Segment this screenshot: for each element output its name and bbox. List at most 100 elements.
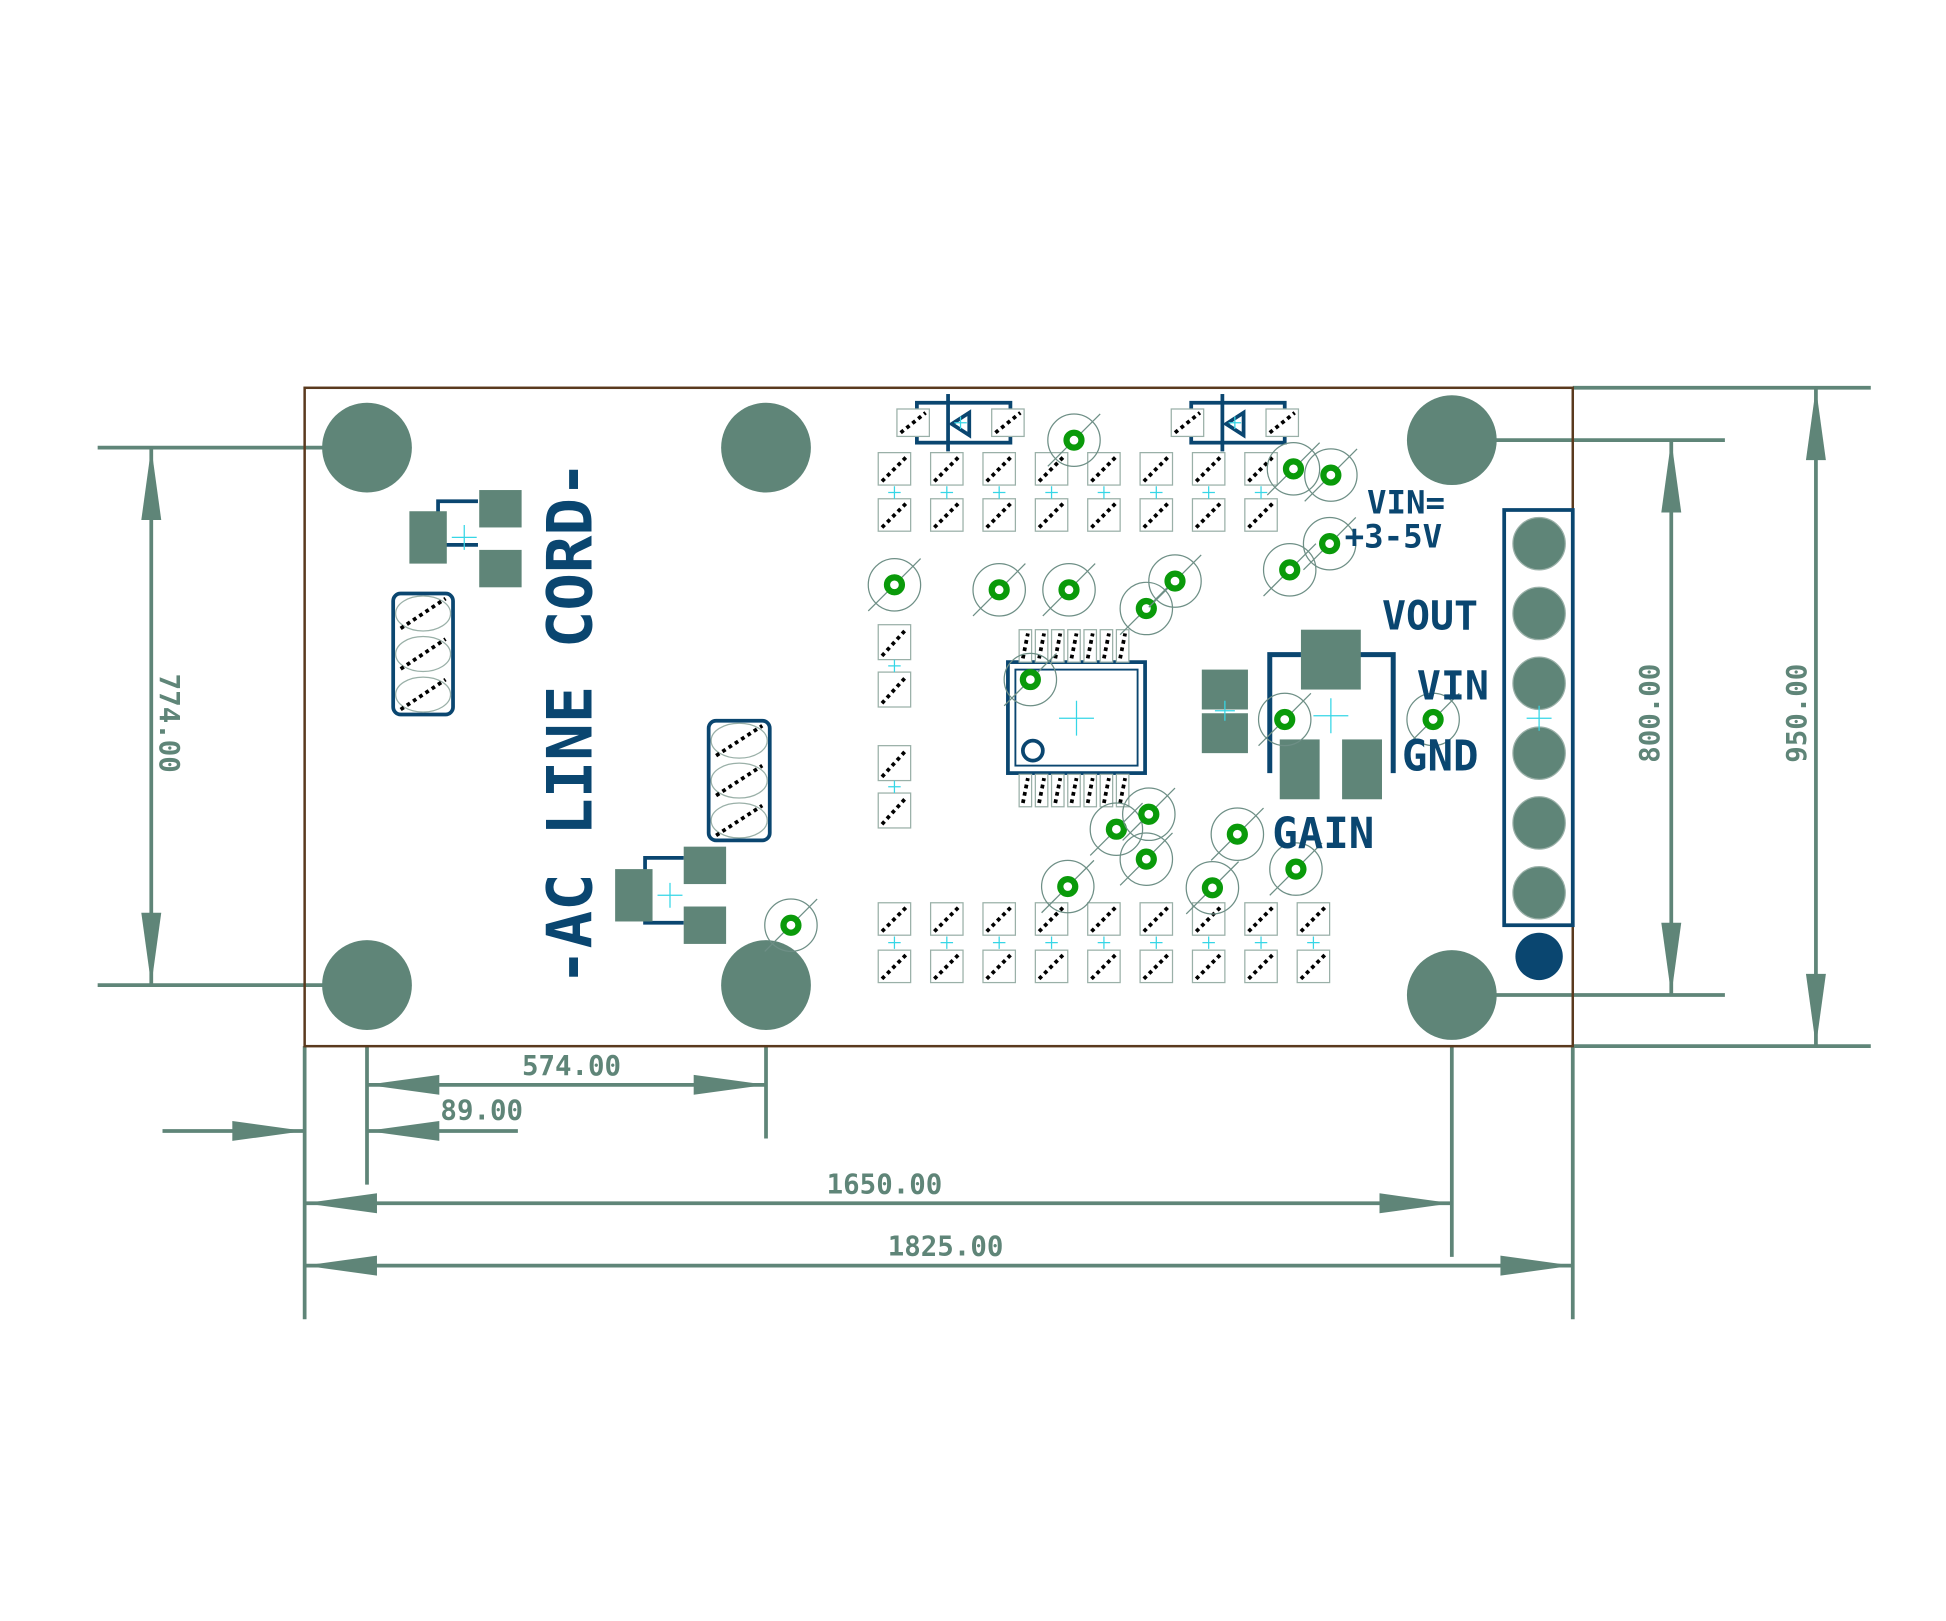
via (1040, 859, 1095, 914)
via-ring (1063, 429, 1085, 451)
arrowhead (366, 1074, 440, 1095)
via (1210, 807, 1265, 862)
via-clearance (1003, 652, 1058, 707)
via (1266, 442, 1321, 496)
pad-hatch (715, 764, 764, 798)
pad-hatch (880, 455, 909, 483)
smd-pad (1342, 739, 1382, 800)
origin-cross-icon (1097, 936, 1111, 949)
origin-cross-icon (940, 486, 954, 499)
smd-pad (877, 452, 912, 486)
via-ring (1057, 875, 1079, 898)
smd-pad (1099, 773, 1114, 808)
pad-outline (1099, 773, 1114, 808)
via (764, 898, 818, 953)
pad-hatch (399, 678, 447, 712)
smd-pad (877, 745, 912, 782)
smd-pad (1034, 629, 1049, 663)
via-clearance (1119, 581, 1174, 636)
pad-hatch (1142, 455, 1171, 483)
smd-pad (683, 906, 727, 944)
connector-pin (395, 676, 452, 713)
pad-hatch (880, 795, 909, 826)
origin-cross-icon (1150, 486, 1163, 499)
via-clearance (1266, 442, 1321, 496)
header-pin (1512, 656, 1566, 711)
origin-cross-icon (888, 780, 901, 794)
origin-cross-icon (1150, 936, 1163, 949)
pad-outline (1115, 773, 1130, 808)
connector-pin (710, 722, 768, 759)
smd-pad (1115, 773, 1130, 808)
connector-pin (710, 802, 768, 839)
pad-hatch (899, 411, 927, 435)
via-ring (988, 579, 1010, 601)
via-clearance (764, 898, 818, 953)
silk-ac-line-cord: -AC LINE CORD- (533, 461, 606, 986)
pad-hatch (1037, 905, 1066, 933)
pad-hatch (880, 674, 909, 705)
pad-hatch (1037, 455, 1066, 483)
via-clearance (1119, 832, 1174, 886)
origin-cross-icon (1202, 486, 1215, 499)
pad-hatch (399, 596, 447, 631)
mounting-hole (1406, 950, 1497, 1040)
via-ring (1319, 533, 1341, 555)
via-ring (1285, 858, 1307, 880)
origin-cross-icon (954, 416, 967, 429)
smd-pad (877, 624, 912, 661)
smd-pad (929, 949, 964, 984)
smd-pad (1296, 949, 1331, 984)
smd-pad (1191, 452, 1226, 486)
smd-pad (1099, 629, 1114, 663)
origin-cross-icon (1313, 698, 1349, 734)
pad-hatch (1037, 952, 1066, 981)
via (1185, 861, 1240, 915)
pad-hatch (1247, 905, 1275, 933)
pad-outline (1034, 773, 1049, 808)
pad-outline (1018, 773, 1033, 808)
smd-pad (929, 498, 964, 532)
pad-hatch (933, 905, 961, 933)
arrowhead (304, 1255, 377, 1276)
silk-gnd: GND (1402, 732, 1479, 781)
dim-label-574: 574.00 (522, 1051, 621, 1082)
pin1-dot-icon (1515, 932, 1563, 981)
smd-pad (1139, 498, 1174, 532)
pad-hatch (1090, 501, 1118, 529)
smd-pad (929, 452, 964, 486)
via-ring (1274, 708, 1296, 731)
smd-pad (1115, 629, 1130, 663)
arrowhead (304, 1193, 377, 1214)
pad-hatch (985, 905, 1013, 933)
via (1119, 581, 1174, 636)
silk-vin: VIN (1417, 664, 1489, 710)
via-clearance (1304, 448, 1358, 502)
dim-label-1825: 1825.00 (888, 1232, 1004, 1263)
dim-label-950: 950.00 (1782, 664, 1813, 763)
smd-pad (1191, 949, 1226, 984)
smd-pad (982, 902, 1017, 936)
smd-pad (479, 490, 522, 528)
pad-outline (1050, 773, 1065, 808)
smd-pad (1034, 498, 1069, 532)
smd-pad (877, 671, 912, 708)
via-ring (1164, 570, 1186, 592)
origin-cross-icon (1045, 936, 1058, 949)
via-ring (780, 914, 802, 936)
smd-pad (1279, 739, 1320, 800)
via (1304, 448, 1358, 502)
arrowhead (141, 447, 162, 520)
pad-outline (1034, 629, 1049, 663)
pad-hatch (399, 637, 447, 671)
via (1406, 692, 1460, 747)
pad-hatch (1247, 501, 1275, 529)
arrowhead (1805, 973, 1826, 1047)
via (1302, 516, 1357, 571)
pad-hatch (1299, 905, 1328, 933)
via (1122, 787, 1176, 842)
pad-hatch (985, 455, 1013, 483)
arrowhead (232, 1120, 305, 1141)
pad-outline (1115, 629, 1130, 663)
